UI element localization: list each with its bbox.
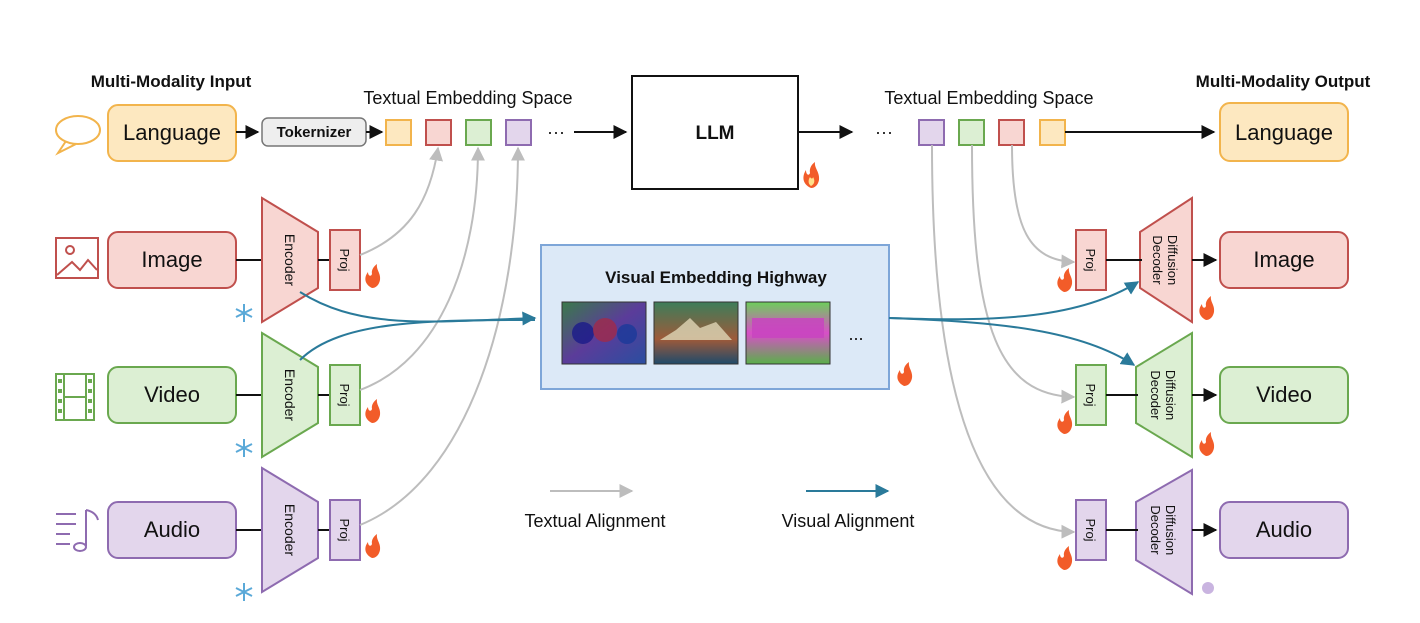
- input-audio-label: Audio: [144, 517, 200, 542]
- input-image-box: Image: [107, 231, 237, 289]
- thumbnail-1-figure-c: [617, 324, 637, 344]
- thumbnail-3-band: [752, 318, 824, 338]
- image-icon: [55, 237, 99, 279]
- output-video-proj-label: Proj: [1083, 383, 1098, 406]
- image-encoder-snowflake-icon: [235, 304, 253, 322]
- output-image-box: Image: [1219, 231, 1349, 289]
- output-audio-label: Audio: [1256, 517, 1312, 542]
- output-audio-proj-flame-icon: [1057, 546, 1073, 570]
- video-decoder-label: DiffusionDecoder: [1148, 370, 1178, 420]
- music-note-icon: [56, 509, 99, 552]
- left-token-audio: [505, 119, 532, 146]
- right-token-ellipsis: ···: [875, 122, 893, 142]
- video-visual-alignment-curve: [299, 319, 536, 361]
- audio-decoder-flame-icon: [1202, 582, 1214, 594]
- legend-textual-label: Textual Alignment: [524, 511, 665, 531]
- textual-space-right-heading: Textual Embedding Space: [884, 88, 1093, 108]
- textual-space-left-heading: Textual Embedding Space: [363, 88, 572, 108]
- video-decoder: DiffusionDecoder: [1135, 331, 1193, 459]
- image-decoder: DiffusionDecoder: [1139, 196, 1193, 324]
- image-decoder-label: DiffusionDecoder: [1150, 235, 1180, 285]
- output-language-box: Language: [1219, 102, 1349, 162]
- output-image-textual-curve: [1011, 144, 1076, 269]
- video-textual-alignment-curve: [359, 146, 485, 391]
- output-heading: Multi-Modality Output: [1196, 72, 1371, 91]
- left-token-ellipsis: ···: [547, 122, 565, 142]
- film-strip-icon: [55, 373, 95, 421]
- highway-flame-icon: [897, 362, 913, 386]
- legend-visual-label: Visual Alignment: [782, 511, 915, 531]
- input-language-box: Language: [107, 104, 237, 162]
- input-heading: Multi-Modality Input: [91, 72, 252, 91]
- llm-flame-icon: [803, 162, 820, 188]
- image-textual-alignment-curve: [359, 146, 443, 256]
- video-encoder-snowflake-icon: [235, 439, 253, 457]
- speech-bubble-icon: [55, 115, 101, 156]
- output-image-proj-flame-icon: [1057, 268, 1073, 292]
- output-video-proj: Proj: [1075, 364, 1107, 426]
- input-video-label: Video: [144, 382, 200, 407]
- video-decoder-flame-icon: [1199, 432, 1215, 456]
- video-proj-flame-icon: [365, 399, 381, 423]
- output-video-textual-curve: [971, 144, 1076, 404]
- image-proj-flame-icon: [365, 264, 381, 288]
- llm-box: LLM: [631, 75, 799, 190]
- right-token-image: [998, 119, 1025, 146]
- thumbnail-2-landscape: [660, 318, 732, 340]
- output-image-proj-label: Proj: [1083, 248, 1098, 271]
- output-video-proj-flame-icon: [1057, 410, 1073, 434]
- output-video-label: Video: [1256, 382, 1312, 407]
- output-language-label: Language: [1235, 120, 1333, 145]
- thumbnail-1-figure-b: [593, 318, 617, 342]
- audio-encoder: Encoder: [261, 466, 319, 594]
- video-encoder-label: Encoder: [282, 369, 298, 421]
- thumbnail-1-figure-a: [572, 322, 594, 344]
- output-audio-proj: Proj: [1075, 499, 1107, 561]
- output-audio-textual-curve: [931, 144, 1076, 539]
- audio-textual-alignment-curve: [359, 146, 525, 526]
- input-image-label: Image: [141, 247, 202, 272]
- audio-proj: Proj: [329, 499, 361, 561]
- output-image-proj: Proj: [1075, 229, 1107, 291]
- right-token-language: [1039, 119, 1066, 146]
- audio-encoder-label: Encoder: [282, 504, 298, 556]
- input-language-label: Language: [123, 120, 221, 145]
- image-proj: Proj: [329, 229, 361, 291]
- left-token-language: [385, 119, 412, 146]
- audio-proj-label: Proj: [337, 518, 352, 541]
- input-audio-box: Audio: [107, 501, 237, 559]
- left-token-video: [465, 119, 492, 146]
- input-video-box: Video: [107, 366, 237, 424]
- llm-label: LLM: [695, 123, 734, 144]
- video-proj: Proj: [329, 364, 361, 426]
- image-encoder: Encoder: [261, 196, 319, 324]
- right-token-audio: [918, 119, 945, 146]
- highway-ellipsis: ...: [848, 324, 863, 344]
- audio-encoder-snowflake-icon: [235, 583, 253, 601]
- audio-proj-flame-icon: [365, 534, 381, 558]
- video-proj-label: Proj: [337, 383, 352, 406]
- output-image-label: Image: [1253, 247, 1314, 272]
- visual-embedding-highway: Visual Embedding Highway ...: [540, 244, 890, 390]
- video-encoder: Encoder: [261, 331, 319, 459]
- image-proj-label: Proj: [337, 248, 352, 271]
- tokenizer-box: Tokernizer: [261, 117, 367, 147]
- output-audio-box: Audio: [1219, 501, 1349, 559]
- output-video-box: Video: [1219, 366, 1349, 424]
- legend: Textual Alignment Visual Alignment: [524, 484, 915, 531]
- audio-decoder-label: DiffusionDecoder: [1148, 505, 1178, 555]
- audio-decoder: DiffusionDecoder: [1135, 468, 1193, 596]
- highway-to-video-decoder-curve: [888, 317, 1136, 366]
- tokenizer-label: Tokernizer: [277, 124, 352, 141]
- left-token-image: [425, 119, 452, 146]
- output-audio-proj-label: Proj: [1083, 518, 1098, 541]
- highway-title: Visual Embedding Highway: [605, 268, 827, 287]
- right-token-video: [958, 119, 985, 146]
- image-decoder-flame-icon: [1199, 296, 1215, 320]
- image-encoder-label: Encoder: [282, 234, 298, 286]
